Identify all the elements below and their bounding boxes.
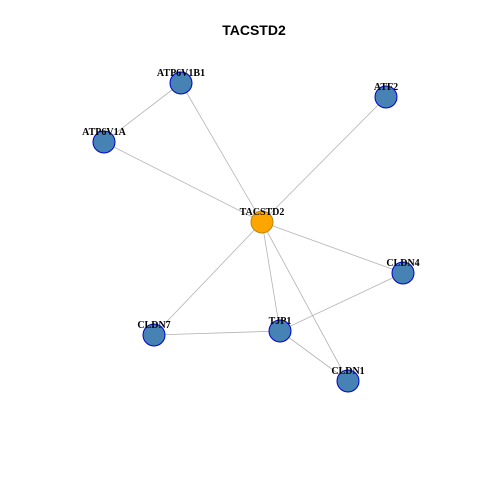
edge-atf2-tacstd2: [261, 96, 387, 223]
node-atf2[interactable]: [374, 85, 398, 109]
edge-tjp1-cldn4: [279, 272, 404, 332]
node-label-cldn4: CLDN4: [386, 258, 419, 269]
edge-cldn7-tjp1: [153, 330, 281, 336]
edge-tacstd2-cldn4: [261, 221, 404, 274]
edge-tacstd2-cldn1: [261, 221, 349, 382]
edge-tacstd2-cldn7: [153, 221, 263, 336]
edge-atp6v1b1-atp6v1a: [103, 82, 182, 143]
node-label-atf2: ATF2: [374, 82, 398, 93]
node-tacstd2[interactable]: [250, 210, 274, 234]
edge-atp6v1a-tacstd2: [103, 141, 263, 223]
node-label-tjp1: TJP1: [269, 316, 292, 327]
node-cldn7[interactable]: [142, 323, 166, 347]
node-atp6v1a[interactable]: [92, 130, 116, 154]
graph-title: TACSTD2: [222, 22, 286, 38]
nodes-layer: [92, 71, 415, 393]
node-label-cldn1: CLDN1: [331, 366, 364, 377]
node-cldn1[interactable]: [336, 369, 360, 393]
edge-atp6v1b1-tacstd2: [180, 82, 263, 223]
node-label-atp6v1b1: ATP6V1B1: [157, 68, 205, 79]
edges-layer: [103, 82, 404, 382]
edge-tjp1-cldn1: [279, 330, 349, 382]
edge-tacstd2-tjp1: [261, 221, 281, 332]
node-tjp1[interactable]: [268, 319, 292, 343]
node-label-cldn7: CLDN7: [137, 320, 170, 331]
node-label-tacstd2: TACSTD2: [240, 207, 285, 218]
node-label-atp6v1a: ATP6V1A: [82, 127, 126, 138]
node-atp6v1b1[interactable]: [169, 71, 193, 95]
node-cldn4[interactable]: [391, 261, 415, 285]
